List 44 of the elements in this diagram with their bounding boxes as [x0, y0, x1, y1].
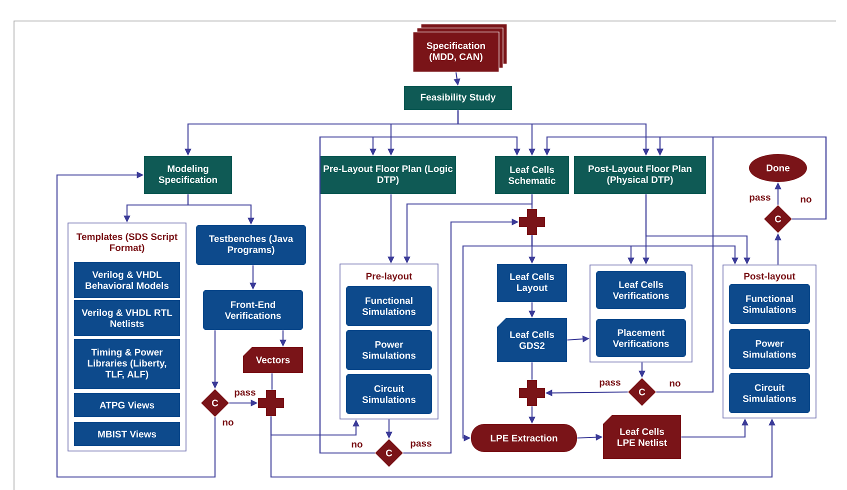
edge-label: pass	[234, 390, 256, 398]
process-box: Placement Verifications	[596, 319, 686, 357]
arrow	[656, 136, 714, 393]
process-box: Pre-Layout Floor Plan (Logic DTP)	[320, 156, 456, 194]
edge-label: no	[222, 420, 234, 426]
process-box: Power Simulations	[346, 330, 432, 370]
process-box: Testbenches (Java Programs)	[196, 225, 306, 265]
merge-symbol	[519, 380, 545, 406]
process-box: Leaf Cells Verifications	[596, 271, 686, 309]
edge-label: pass	[748, 194, 772, 204]
document-box: Leaf Cells LPE Netlist	[603, 415, 681, 459]
arrow	[544, 136, 827, 220]
process-box: Power Simulations	[729, 329, 810, 369]
merge-symbol	[258, 390, 284, 416]
process-box: Modeling Specification	[144, 156, 232, 194]
edge-label: no	[350, 442, 364, 448]
process-box: Verilog & VHDL RTL Netlists	[74, 300, 180, 336]
process-box: MBIST Views	[74, 422, 180, 446]
process-box: Functional Simulations	[346, 286, 432, 326]
terminal-oval: Done	[749, 154, 807, 182]
process-box: Verilog & VHDL Behavioral Models	[74, 262, 180, 298]
merge-symbol	[519, 209, 545, 235]
process-box: Circuit Simulations	[729, 373, 810, 413]
process-box: Front-End Verifications	[203, 290, 303, 330]
arrow	[319, 136, 520, 454]
document-stack: Specification (MDD, CAN)	[412, 24, 508, 72]
edge-label: pass	[598, 380, 622, 388]
arrow	[270, 416, 776, 478]
process-box: Functional Simulations	[729, 284, 810, 324]
process-box: ATPG Views	[74, 393, 180, 417]
arrow	[56, 172, 216, 478]
edge-label: no	[800, 196, 812, 204]
process-box: Post-Layout Floor Plan (Physical DTP)	[574, 156, 706, 194]
terminal-box: LPE Extraction	[471, 424, 577, 452]
arrow	[462, 235, 533, 442]
document-box: Vectors	[243, 347, 303, 373]
document-box: Leaf Cells GDS2	[497, 318, 567, 362]
edge-label: pass	[410, 440, 432, 450]
edge-label: no	[668, 380, 682, 388]
process-box: Feasibility Study	[404, 86, 512, 110]
process-box: Timing & Power Libraries (Liberty, TLF, ALF)	[74, 339, 180, 389]
process-box: Leaf Cells Layout	[497, 264, 567, 302]
process-box: Leaf Cells Schematic	[495, 156, 569, 194]
process-box: Circuit Simulations	[346, 374, 432, 414]
